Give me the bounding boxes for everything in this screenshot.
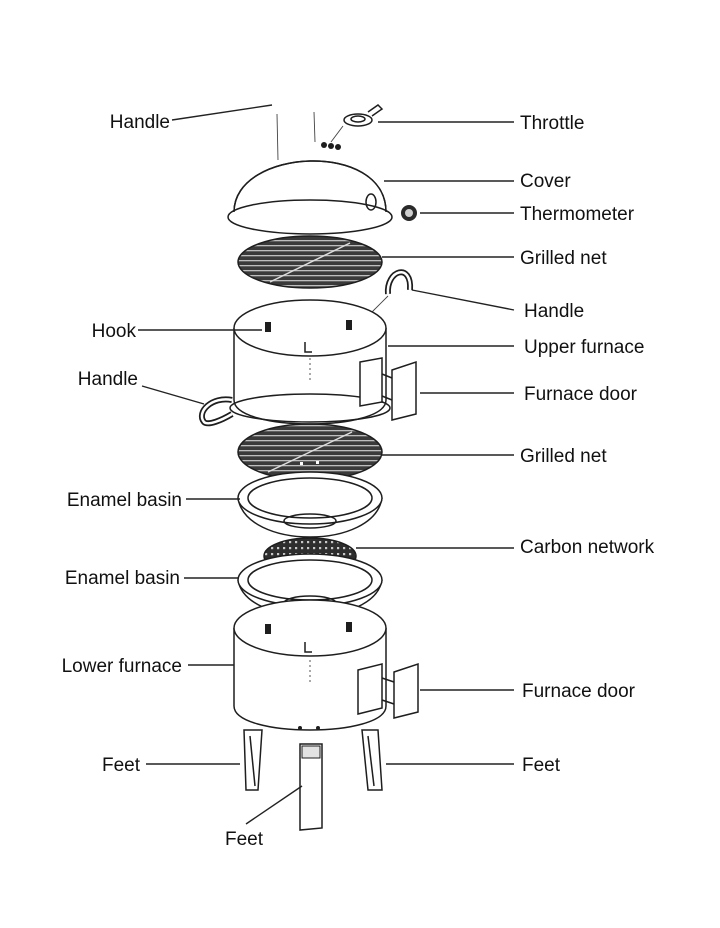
label-grilled-net-lower: Grilled net: [520, 446, 607, 467]
label-feet-bottom: Feet: [225, 829, 264, 850]
lower-grilled-net-part: [237, 423, 383, 481]
throttle-part: [330, 104, 384, 143]
lower-furnace-part: [233, 599, 419, 731]
label-upper-furnace: Upper furnace: [524, 337, 644, 358]
label-throttle: Throttle: [520, 113, 584, 134]
label-handle-left: Handle: [78, 369, 138, 390]
label-handle-top: Handle: [110, 112, 170, 133]
label-hook: Hook: [92, 321, 137, 342]
label-cover: Cover: [520, 171, 571, 192]
label-enamel-basin-lower: Enamel basin: [65, 568, 180, 589]
upper-grilled-net-part: [237, 235, 383, 289]
label-carbon-network: Carbon network: [520, 537, 655, 558]
left-handle-part: [199, 396, 234, 427]
label-enamel-basin-upper: Enamel basin: [67, 490, 182, 511]
upper-enamel-basin-part: [237, 471, 383, 538]
feet-parts: [243, 729, 383, 831]
thermometer-part: [401, 205, 417, 221]
label-lower-furnace: Lower furnace: [62, 656, 182, 677]
upper-furnace-part: [229, 299, 417, 425]
label-feet-left: Feet: [102, 755, 141, 776]
leader-lines: [138, 104, 515, 825]
right-handle-part: [371, 269, 414, 313]
label-furnace-door-lower: Furnace door: [522, 681, 636, 702]
label-furnace-door-upper: Furnace door: [524, 384, 638, 405]
label-handle-right: Handle: [524, 301, 584, 322]
label-thermometer: Thermometer: [520, 204, 635, 225]
top-handle-part: [270, 85, 320, 161]
label-grilled-net-upper: Grilled net: [520, 248, 607, 269]
label-feet-right: Feet: [522, 755, 561, 776]
labels: Handle Throttle Cover Thermometer Grille…: [62, 112, 655, 850]
cover-part: [227, 142, 393, 235]
